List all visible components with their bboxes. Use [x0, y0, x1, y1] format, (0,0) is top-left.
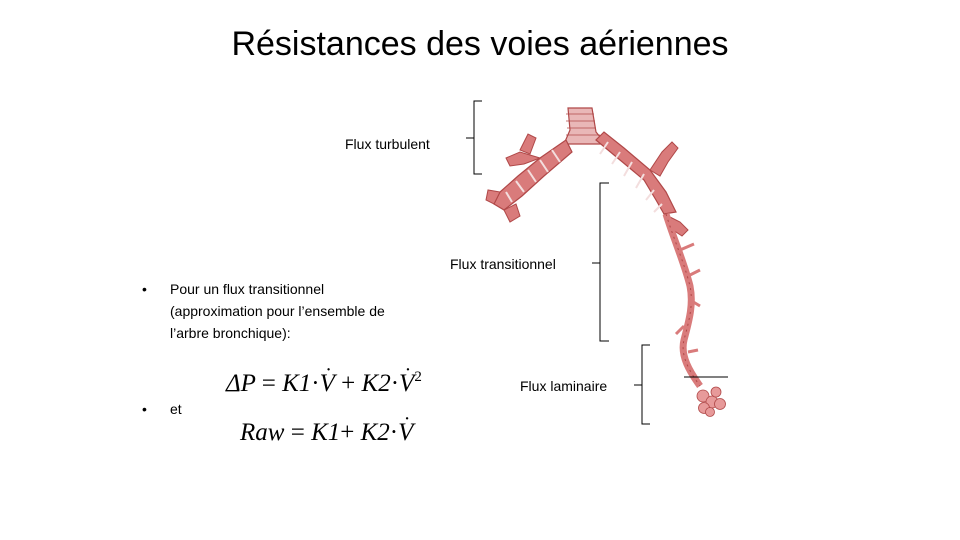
label-transitional-flow: Flux transitionnel [450, 256, 556, 272]
slide-title: Résistances des voies aériennes [231, 25, 729, 63]
formula-operator: = [261, 370, 276, 397]
formula-pressure-drop: ΔP = K1·V + K2·V2 [226, 362, 422, 399]
bullet-marker: • [142, 401, 147, 417]
formula-flow-rate: V [399, 369, 414, 399]
bullet-line: Pour un flux transitionnel [170, 281, 325, 297]
formula-operator: + [341, 370, 356, 397]
formula-flow-rate: V [320, 369, 335, 399]
bullet-line: (approximation pour l’ensemble de [170, 303, 385, 319]
formula-operator: + [340, 419, 355, 446]
formula-flow-rate: V [398, 418, 413, 448]
bullet-item: • et [142, 398, 442, 420]
bullet-line: l’arbre bronchique): [170, 325, 291, 341]
formula-term: K2 [360, 419, 390, 446]
formula-term: ΔP [226, 370, 256, 397]
formula-exponent: 2 [414, 369, 422, 385]
formula-term: K1 [311, 419, 341, 446]
bullet-line: et [170, 401, 182, 417]
bullet-text: Pour un flux transitionnel (approximatio… [170, 278, 440, 344]
formula-operator: · [389, 419, 399, 446]
formula-term: K2 [361, 370, 391, 397]
formula-operator: = [290, 419, 305, 446]
bullet-item: • Pour un flux transitionnel (approximat… [142, 278, 442, 344]
formula-operator: · [390, 370, 400, 397]
bullet-text: et [170, 398, 440, 420]
formula-term: K1 [282, 370, 312, 397]
formula-operator: · [311, 370, 320, 397]
label-laminar-flow: Flux laminaire [520, 378, 608, 394]
label-turbulent-flow: Flux turbulent [345, 136, 430, 152]
formula-airway-resistance: Raw = K1+ K2·V [240, 418, 413, 448]
bullet-marker: • [142, 281, 147, 297]
formula-term: Raw [240, 419, 285, 446]
